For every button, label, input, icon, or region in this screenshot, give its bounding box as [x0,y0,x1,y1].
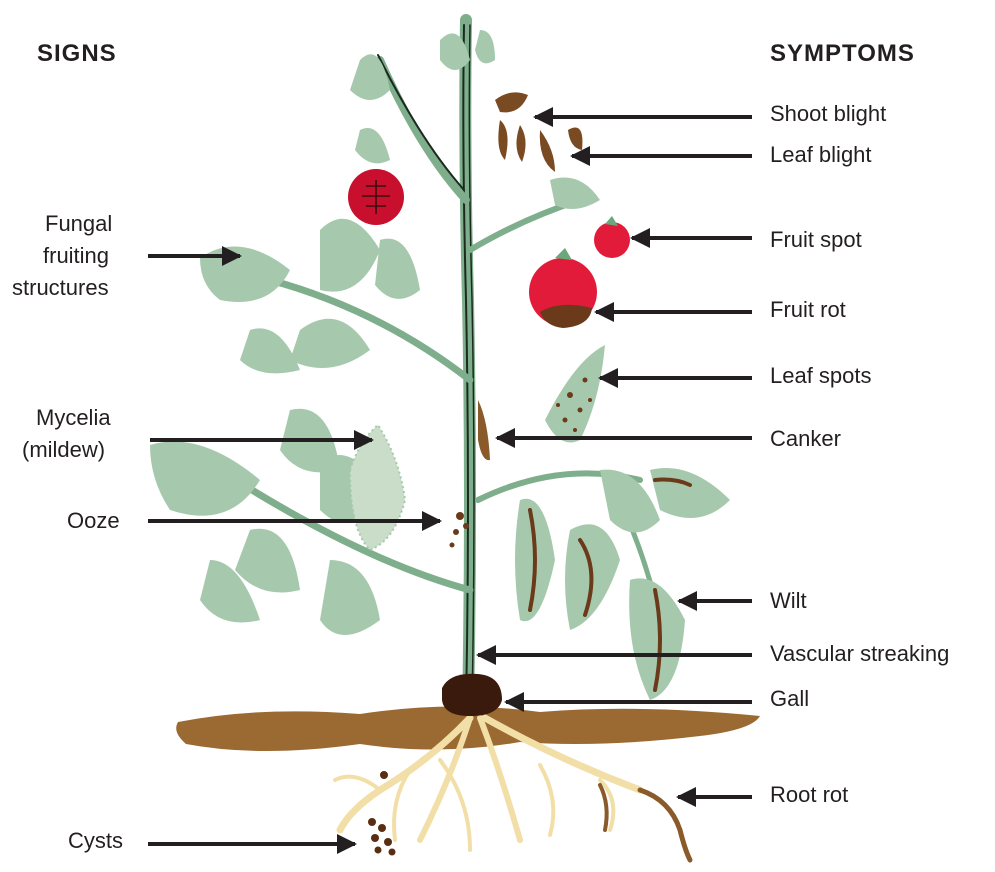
label-shoot-blight: Shoot blight [770,99,886,129]
label-fungal-fruiting-structures: Fungal fruiting structures [12,208,112,304]
label-fungal-line1: Fungal [12,208,112,240]
label-ooze: Ooze [67,506,120,536]
label-fruit-rot: Fruit rot [770,295,846,325]
blighted-leaves [495,92,582,172]
label-mycelia: Mycelia (mildew) [22,402,111,466]
symptom-arrows [478,117,752,797]
leaves [150,30,730,700]
label-canker: Canker [770,424,841,454]
sign-arrows [148,256,440,844]
fruit-rot-lesion [540,305,592,328]
label-leaf-spots: Leaf spots [770,361,872,391]
symptoms-heading: SYMPTOMS [770,40,915,68]
label-gall: Gall [770,684,809,714]
mildew-leaf [350,425,405,550]
signs-heading: SIGNS [37,40,117,68]
label-fungal-line3: structures [12,272,112,304]
gall [442,674,502,716]
label-mycelia-line2: (mildew) [22,434,111,466]
label-wilt: Wilt [770,586,807,616]
label-root-rot: Root rot [770,780,848,810]
label-fungal-line2: fruiting [12,240,112,272]
label-leaf-blight: Leaf blight [770,140,872,170]
canker-lesion [478,400,490,460]
label-vascular-streaking: Vascular streaking [770,639,949,669]
fruit-spot-fruit [594,222,630,258]
label-cysts: Cysts [68,826,123,856]
label-fruit-spot: Fruit spot [770,225,862,255]
label-mycelia-line1: Mycelia [22,402,111,434]
